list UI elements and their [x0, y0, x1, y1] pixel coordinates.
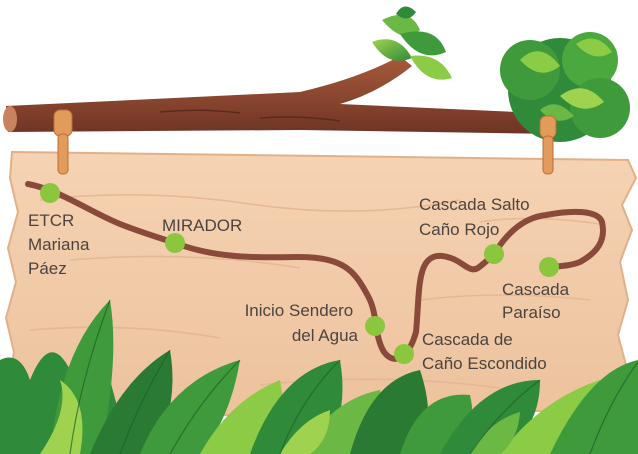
marker-cascada-cano-escondido[interactable]	[394, 344, 414, 364]
marker-inicio-sendero[interactable]	[365, 316, 385, 336]
rope-left	[53, 109, 73, 175]
marker-cascada-paraiso[interactable]	[539, 257, 559, 277]
label-cascada-cano-escondido: Cascada de Caño Escondido	[422, 330, 547, 373]
label-cascada-paraiso: Cascada Paraíso	[502, 280, 574, 322]
jungle-foliage	[0, 299, 638, 454]
label-inicio-sendero: Inicio Sendero del Agua	[245, 301, 359, 345]
marker-mirador[interactable]	[165, 233, 185, 253]
marker-etcr[interactable]	[40, 183, 60, 203]
leaf-cluster-right	[500, 32, 630, 142]
label-mirador: MIRADOR	[162, 216, 242, 235]
tree-branch	[3, 56, 560, 134]
rope-right	[539, 115, 557, 175]
marker-cascada-salto-cano-rojo[interactable]	[484, 244, 504, 264]
label-etcr: ETCR Mariana Páez	[28, 211, 94, 278]
label-cascada-salto-cano-rojo: Cascada Salto Caño Rojo	[419, 195, 534, 239]
leaf-cluster-top	[372, 6, 452, 80]
stop-labels: ETCR Mariana Páez MIRADOR Inicio Sendero…	[28, 195, 574, 373]
route-markers	[40, 183, 559, 364]
wood-grain	[29, 194, 601, 389]
